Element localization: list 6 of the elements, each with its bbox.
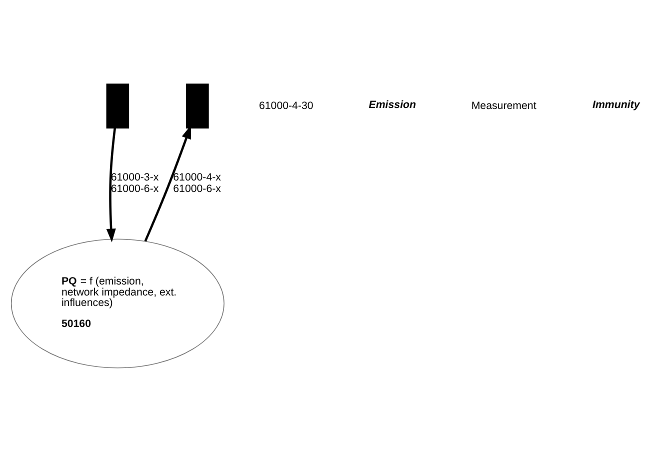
edge-label: 61000-3-x 61000-6-x bbox=[110, 171, 159, 195]
label: Immunity bbox=[592, 98, 640, 111]
label: Measurement bbox=[471, 99, 536, 112]
edge-label: 61000-4-x 61000-6-x bbox=[173, 171, 221, 195]
label: 61000-4-30 bbox=[258, 99, 314, 112]
label: Emission bbox=[368, 98, 416, 111]
